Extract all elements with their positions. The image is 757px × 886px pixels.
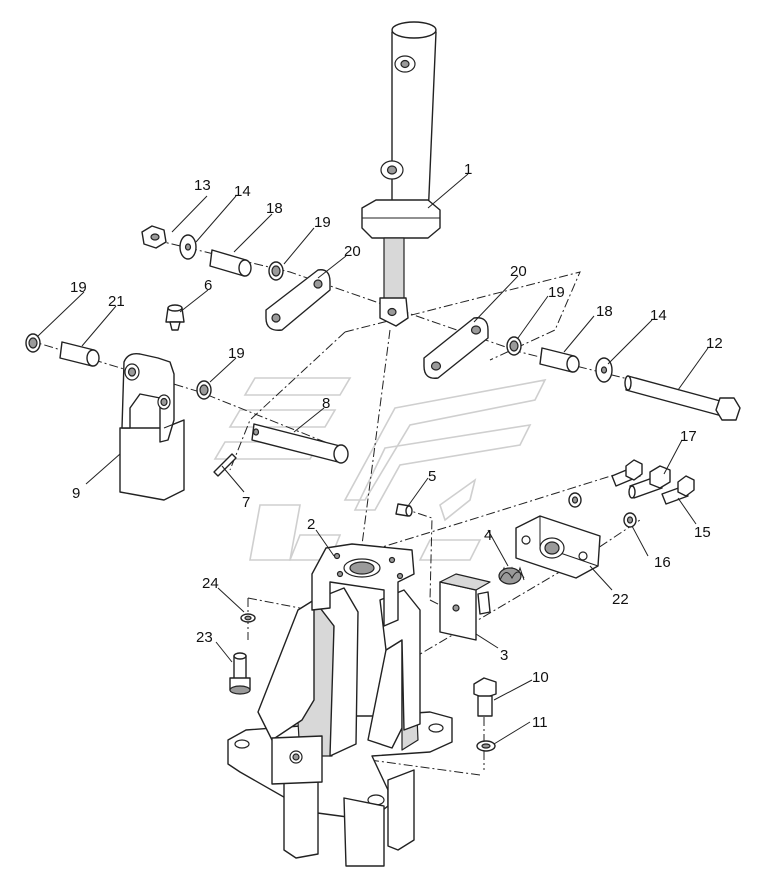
callout-23: 23 — [196, 629, 213, 646]
callout-19-upper-right: 19 — [548, 284, 565, 301]
callout-2: 2 — [307, 516, 315, 533]
callout-3: 3 — [500, 647, 508, 664]
part-22-plate — [515, 515, 601, 579]
callout-labels: 1 2 3 4 5 6 7 8 9 10 11 12 13 14 14 15 1… — [70, 161, 723, 731]
part-8-pin — [251, 423, 349, 464]
callout-20-right: 20 — [510, 263, 527, 280]
callout-10: 10 — [532, 669, 549, 686]
part-1-cylinder — [361, 21, 441, 327]
callout-17: 17 — [680, 428, 697, 445]
part-23-screw — [229, 652, 251, 695]
part-16-washer-left — [568, 492, 582, 508]
callout-14-right: 14 — [650, 307, 667, 324]
part-6-grease-fitting — [165, 304, 185, 331]
callout-5: 5 — [428, 468, 436, 485]
part-12-bolt — [624, 375, 741, 421]
part-18-bushing-left — [209, 249, 252, 277]
part-19-bushing-lever — [196, 380, 212, 400]
callout-16: 16 — [654, 554, 671, 571]
part-17-bolt-left — [611, 459, 643, 487]
part-5-plug — [395, 503, 413, 517]
part-21-bushing — [59, 341, 100, 367]
part-20-link-left — [265, 269, 331, 331]
callout-18-right: 18 — [596, 303, 613, 320]
part-9-lever — [119, 352, 185, 501]
callout-13: 13 — [194, 177, 211, 194]
callout-7: 7 — [242, 494, 250, 511]
part-14-washer-left — [179, 234, 197, 260]
part-24-washer — [240, 613, 256, 623]
callout-6: 6 — [204, 277, 212, 294]
callout-24: 24 — [202, 575, 219, 592]
part-10-bolt — [473, 677, 497, 717]
leader-lines — [37, 173, 709, 745]
callout-12: 12 — [706, 335, 723, 352]
callout-20-left: 20 — [344, 243, 361, 260]
part-19-bushing-upper-right — [506, 336, 522, 356]
callout-4: 4 — [484, 527, 492, 544]
callout-18-left: 18 — [266, 200, 283, 217]
callout-19-far-left: 19 — [70, 279, 87, 296]
callout-19-lever: 19 — [228, 345, 245, 362]
callout-15: 15 — [694, 524, 711, 541]
part-13-nut — [141, 225, 167, 249]
part-16-washer — [623, 512, 637, 528]
callout-19-upper-left: 19 — [314, 214, 331, 231]
callout-11: 11 — [532, 714, 548, 731]
part-19-bushing-upper-left — [268, 261, 284, 281]
callout-8: 8 — [322, 395, 330, 412]
part-15-bolt — [661, 475, 695, 505]
part-7-cotter-pin — [213, 453, 237, 477]
callout-21: 21 — [108, 293, 125, 310]
part-2-bracket — [227, 543, 453, 867]
part-11-washer — [476, 740, 496, 752]
part-20-link-right — [423, 317, 489, 379]
callout-1: 1 — [464, 161, 472, 178]
part-14-washer-right — [595, 357, 613, 383]
part-3-block — [439, 573, 491, 641]
part-19-bushing-far-left — [25, 333, 41, 353]
callout-9: 9 — [72, 485, 80, 502]
part-18-bushing-right — [539, 347, 580, 373]
callout-14-left: 14 — [234, 183, 251, 200]
part-4-spring — [498, 566, 525, 585]
callout-22: 22 — [612, 591, 629, 608]
